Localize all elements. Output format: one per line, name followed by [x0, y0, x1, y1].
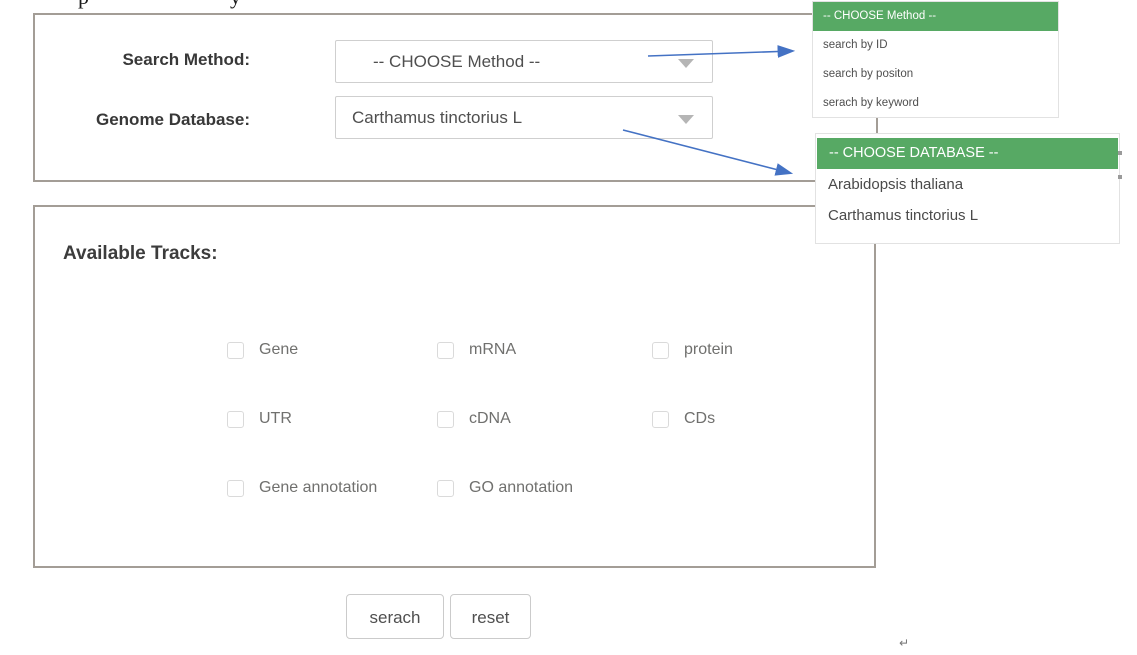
method-option-search-by-keyword[interactable]: serach by keyword [823, 97, 919, 109]
track-label: CDs [684, 410, 716, 427]
checkbox-utr[interactable] [227, 410, 244, 428]
database-option-carthamus[interactable]: Carthamus tinctorius L [828, 207, 979, 224]
checkbox-cdna[interactable] [437, 410, 454, 428]
chevron-down-icon [678, 115, 694, 124]
genome-database-selected-value: Carthamus tinctorius L [352, 108, 523, 127]
search-method-selected-value: -- CHOOSE Method -- [373, 52, 541, 71]
track-label: Gene [259, 341, 299, 358]
track-item-protein: protein [652, 341, 733, 359]
checkbox-protein[interactable] [652, 341, 669, 359]
track-item-gene-annotation: Gene annotation [227, 479, 377, 497]
checkbox-cds[interactable] [652, 410, 669, 428]
database-option-arabidopsis[interactable]: Arabidopsis thaliana [828, 176, 964, 193]
available-tracks-heading: Available Tracks: [63, 243, 218, 264]
track-item-mrna: mRNA [437, 341, 516, 359]
track-label: protein [684, 341, 733, 358]
track-label: Gene annotation [259, 479, 378, 496]
track-item-cds: CDs [652, 410, 715, 428]
track-label: GO annotation [469, 479, 574, 496]
clipped-glyph: y [230, 0, 241, 9]
track-label: cDNA [469, 410, 511, 427]
checkbox-gene[interactable] [227, 341, 244, 359]
track-item-utr: UTR [227, 410, 292, 428]
genome-database-select[interactable]: Carthamus tinctorius L [335, 96, 713, 139]
checkbox-go-annotation[interactable] [437, 479, 454, 497]
search-method-label: Search Method: [122, 50, 250, 69]
track-item-gene: Gene [227, 341, 298, 359]
genome-database-label: Genome Database: [96, 110, 250, 129]
method-option-search-by-id[interactable]: search by ID [823, 39, 888, 51]
clipped-glyph: p [78, 0, 89, 9]
track-label: UTR [259, 410, 292, 427]
paragraph-return-mark: ↵ [899, 636, 910, 650]
clipped-top-text: p y [0, 0, 500, 9]
resize-handle-artifact [1118, 175, 1122, 179]
method-options-list: -- CHOOSE Method -- search by ID search … [812, 1, 1059, 118]
method-option-header[interactable]: -- CHOOSE Method -- [813, 2, 1058, 31]
method-option-search-by-position[interactable]: search by positon [823, 68, 914, 80]
checkbox-mrna[interactable] [437, 341, 454, 359]
track-label: mRNA [469, 341, 517, 358]
database-option-header[interactable]: -- CHOOSE DATABASE -- [817, 138, 1118, 169]
track-item-cdna: cDNA [437, 410, 511, 428]
available-tracks-panel [33, 205, 876, 568]
search-method-select[interactable]: -- CHOOSE Method -- [335, 40, 713, 83]
track-item-go-annotation: GO annotation [437, 479, 573, 497]
checkbox-gene-annotation[interactable] [227, 479, 244, 497]
resize-handle-artifact [1118, 151, 1122, 155]
search-button[interactable]: serach [346, 594, 444, 639]
reset-button[interactable]: reset [450, 594, 531, 639]
database-options-list: -- CHOOSE DATABASE -- Arabidopsis thalia… [815, 133, 1120, 244]
chevron-down-icon [678, 59, 694, 68]
